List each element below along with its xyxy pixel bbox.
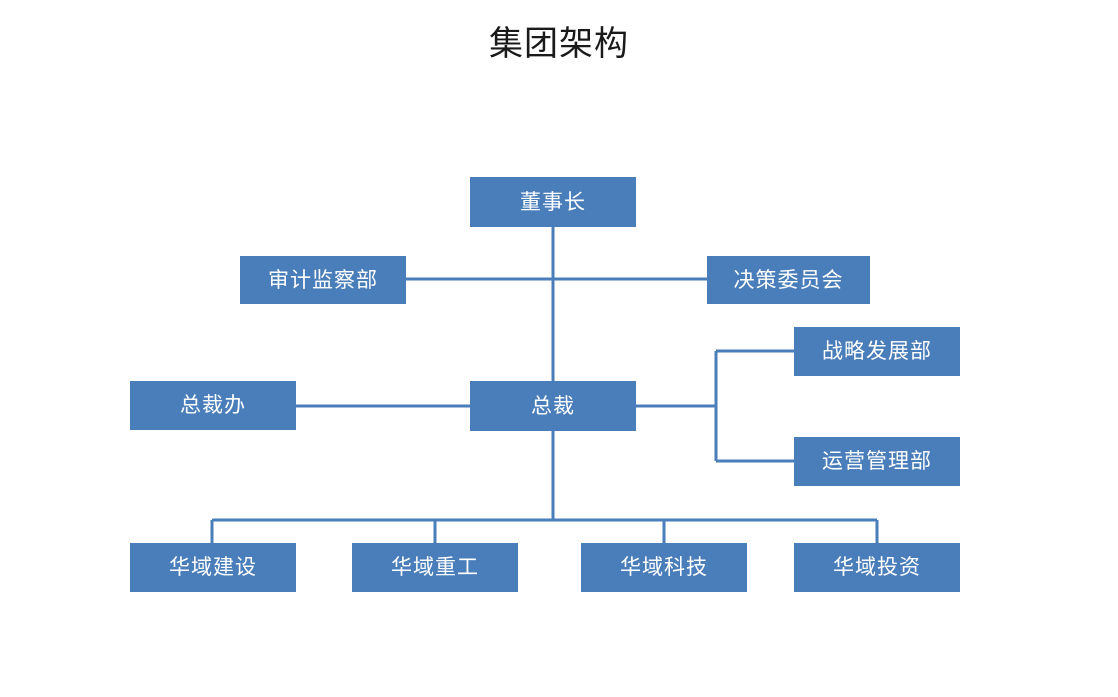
node-president-office[interactable]: 总裁办 bbox=[130, 381, 296, 430]
node-president[interactable]: 总裁 bbox=[470, 381, 636, 431]
node-strategy-development-dept-label: 战略发展部 bbox=[822, 340, 932, 363]
node-president-office-label: 总裁办 bbox=[180, 394, 246, 417]
node-subsidiary-construction[interactable]: 华域建设 bbox=[130, 543, 296, 592]
node-operations-management-dept-label: 运营管理部 bbox=[822, 450, 932, 473]
node-decision-committee-label: 决策委员会 bbox=[733, 268, 844, 292]
node-chairman[interactable]: 董事长 bbox=[470, 177, 636, 227]
node-subsidiary-investment[interactable]: 华域投资 bbox=[794, 543, 960, 592]
node-audit-supervision-dept[interactable]: 审计监察部 bbox=[240, 256, 406, 304]
node-decision-committee[interactable]: 决策委员会 bbox=[707, 256, 870, 304]
node-chairman-label: 董事长 bbox=[520, 190, 586, 214]
node-subsidiary-heavy-industry-label: 华域重工 bbox=[391, 556, 479, 579]
node-subsidiary-heavy-industry[interactable]: 华域重工 bbox=[352, 543, 518, 592]
node-subsidiary-investment-label: 华域投资 bbox=[833, 556, 921, 579]
node-audit-supervision-dept-label: 审计监察部 bbox=[268, 268, 378, 292]
page-title: 集团架构 bbox=[489, 25, 629, 63]
node-president-label: 总裁 bbox=[531, 394, 575, 418]
node-subsidiary-technology-label: 华域科技 bbox=[620, 556, 708, 579]
node-strategy-development-dept[interactable]: 战略发展部 bbox=[794, 327, 960, 376]
node-subsidiary-construction-label: 华域建设 bbox=[169, 556, 257, 579]
node-operations-management-dept[interactable]: 运营管理部 bbox=[794, 437, 960, 486]
node-subsidiary-technology[interactable]: 华域科技 bbox=[581, 543, 747, 592]
